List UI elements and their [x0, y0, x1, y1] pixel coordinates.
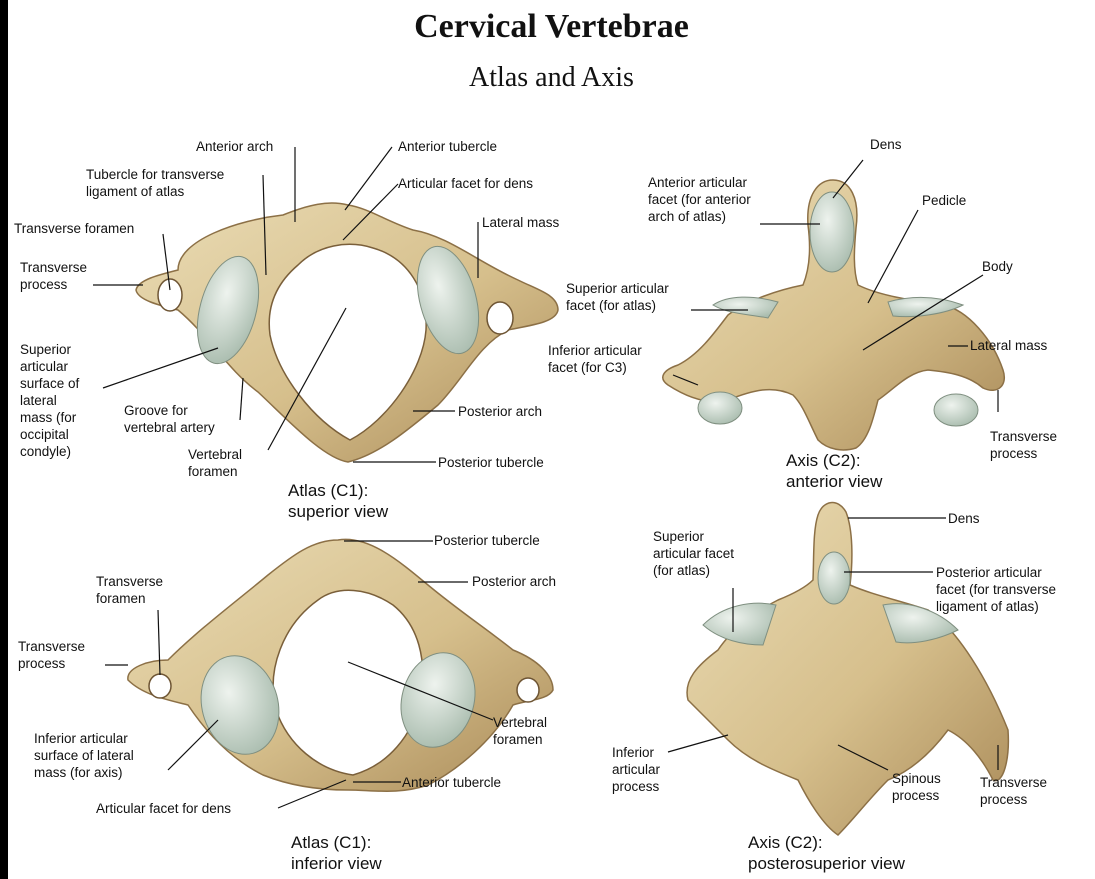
axis-posterosuperior-dens-facet	[818, 552, 850, 604]
label-pedicle: Pedicle	[922, 192, 966, 209]
label-superior-articular-facet: Superior articular facet (for atlas)	[566, 280, 669, 314]
axis-posterosuperior-illustration	[687, 503, 1008, 835]
axis-posterosuperior-left-facet	[703, 603, 776, 645]
label-groove-vertebral-artery: Groove for vertebral artery	[124, 402, 215, 436]
label-superior-articular-surface: Superior articular surface of lateral ma…	[20, 341, 79, 460]
label-anterior-arch: Anterior arch	[196, 138, 273, 155]
atlas-superior-right-transverse-foramen	[487, 302, 513, 334]
label-inf-posterior-tubercle: Posterior tubercle	[434, 532, 540, 549]
axis-anterior-left-inferior-facet	[698, 392, 742, 424]
label-ps-superior-articular-facet: Superior articular facet (for atlas)	[653, 528, 734, 579]
label-ps-transverse-process: Transverse process	[980, 774, 1047, 808]
axis-anterior-dens-facet	[810, 192, 854, 272]
label-inf-anterior-tubercle: Anterior tubercle	[402, 774, 501, 791]
caption-axis-posterosuperior: Axis (C2): posterosuperior view	[748, 832, 905, 874]
axis-posterosuperior-bone	[687, 503, 1008, 835]
label-ps-spinous-process: Spinous process	[892, 770, 941, 804]
caption-atlas-superior: Atlas (C1): superior view	[288, 480, 388, 522]
label-inf-articular-surface: Inferior articular surface of lateral ma…	[34, 730, 134, 781]
label-anterior-articular-facet: Anterior articular facet (for anterior a…	[648, 174, 751, 225]
label-body: Body	[982, 258, 1013, 275]
label-axis-lateral-mass: Lateral mass	[970, 337, 1047, 354]
label-ps-inferior-articular-process: Inferior articular process	[612, 744, 660, 795]
figure-panel: Cervical Vertebrae Atlas and Axis	[8, 0, 1095, 879]
atlas-inferior-left-transverse-foramen	[149, 674, 171, 698]
caption-atlas-inferior: Atlas (C1): inferior view	[291, 832, 382, 874]
label-articular-facet-dens: Articular facet for dens	[398, 175, 533, 192]
label-inf-articular-facet-dens: Articular facet for dens	[96, 800, 231, 817]
label-inf-transverse-process: Transverse process	[18, 638, 85, 672]
label-posterior-tubercle: Posterior tubercle	[438, 454, 544, 471]
label-vertebral-foramen: Vertebral foramen	[188, 446, 242, 480]
label-axis-transverse-process: Transverse process	[990, 428, 1057, 462]
label-transverse-foramen: Transverse foramen	[14, 220, 134, 237]
label-transverse-process: Transverse process	[20, 259, 87, 293]
atlas-superior-left-transverse-foramen	[158, 279, 182, 311]
label-dens: Dens	[870, 136, 902, 153]
label-inf-vertebral-foramen: Vertebral foramen	[493, 714, 547, 748]
axis-anterior-right-inferior-facet	[934, 394, 978, 426]
illustration	[8, 0, 1095, 879]
label-lateral-mass: Lateral mass	[482, 214, 559, 231]
axis-anterior-left-facet	[713, 297, 778, 318]
atlas-inferior-right-transverse-foramen	[517, 678, 539, 702]
label-ps-posterior-articular-facet: Posterior articular facet (for transvers…	[936, 564, 1056, 615]
caption-axis-anterior: Axis (C2): anterior view	[786, 450, 882, 492]
label-inferior-articular-facet: Inferior articular facet (for C3)	[548, 342, 642, 376]
label-posterior-arch: Posterior arch	[458, 403, 542, 420]
label-ps-dens: Dens	[948, 510, 980, 527]
label-inf-transverse-foramen: Transverse foramen	[96, 573, 163, 607]
label-tubercle-transverse-ligament: Tubercle for transverse ligament of atla…	[86, 166, 224, 200]
label-inf-posterior-arch: Posterior arch	[472, 573, 556, 590]
label-anterior-tubercle: Anterior tubercle	[398, 138, 497, 155]
